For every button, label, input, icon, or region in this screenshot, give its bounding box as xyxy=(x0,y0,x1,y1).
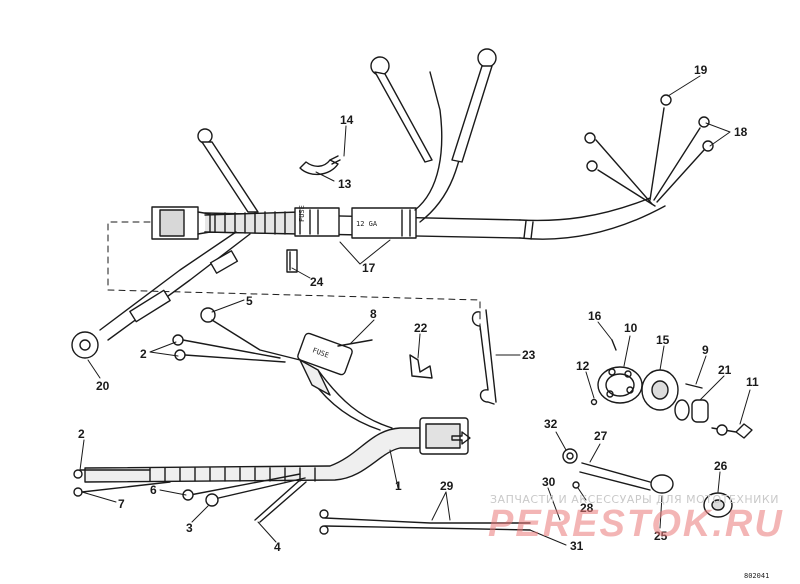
callout-1: 1 xyxy=(395,479,402,493)
callout-7: 7 xyxy=(118,497,125,511)
callout-27: 27 xyxy=(594,429,608,443)
switch-lower-assembly xyxy=(562,448,733,518)
callout-21: 21 xyxy=(718,363,732,377)
callout-4: 4 xyxy=(274,540,281,554)
drawing-code: 802041 xyxy=(744,572,769,580)
callout-18: 18 xyxy=(734,125,748,139)
callout-14: 14 xyxy=(340,113,354,127)
callout-6: 6 xyxy=(150,483,157,497)
callout-15: 15 xyxy=(656,333,670,347)
callout-24: 24 xyxy=(310,275,324,289)
upper-harness xyxy=(71,48,714,359)
callout-12: 12 xyxy=(576,359,590,373)
callout-8: 8 xyxy=(370,307,377,321)
callout-17: 17 xyxy=(362,261,376,275)
callout-31: 31 xyxy=(570,539,584,553)
callout-26: 26 xyxy=(714,459,728,473)
watermark-tagline: ЗАПЧАСТИ И АКСЕССУАРЫ ДЛЯ МОТОТЕХНИКИ xyxy=(490,493,779,506)
callout-11: 11 xyxy=(746,375,759,389)
callout-23: 23 xyxy=(522,348,536,362)
callout-19: 19 xyxy=(694,63,708,77)
callout-29: 29 xyxy=(440,479,454,493)
callout-16: 16 xyxy=(588,309,602,323)
callout-22: 22 xyxy=(414,321,428,335)
lower-harness xyxy=(73,307,531,535)
callout-2-upper: 2 xyxy=(140,347,147,361)
leader-lines xyxy=(79,75,751,546)
callout-25: 25 xyxy=(654,529,668,543)
svg-text:FUSE: FUSE xyxy=(298,205,306,222)
callout-labels: 1 2 2 3 4 5 6 7 8 9 10 11 12 13 14 15 16… xyxy=(78,63,759,554)
callout-10: 10 xyxy=(624,321,638,335)
callout-30: 30 xyxy=(542,475,556,489)
callout-20: 20 xyxy=(96,379,110,393)
callout-5: 5 xyxy=(246,294,253,308)
callout-2-lower: 2 xyxy=(78,427,85,441)
callout-9: 9 xyxy=(702,343,709,357)
callout-13: 13 xyxy=(338,177,352,191)
watermark-logo-text: PERESTOK.RU xyxy=(488,503,784,545)
callout-32: 32 xyxy=(544,417,558,431)
middle-parts xyxy=(409,309,497,405)
callout-28: 28 xyxy=(580,501,594,515)
callout-3: 3 xyxy=(186,521,193,535)
ignition-switch-assembly xyxy=(590,339,753,439)
svg-text:12 GA: 12 GA xyxy=(356,220,378,228)
